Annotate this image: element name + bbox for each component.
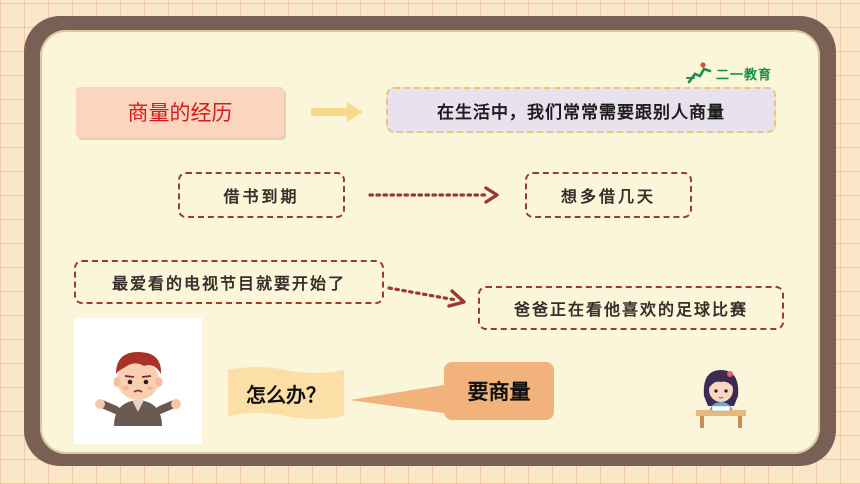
page-title: 商量的经历 [127, 101, 233, 125]
question-text: 怎么办？ [246, 382, 326, 407]
confused-boy-illustration [95, 352, 181, 426]
dotted-arrow-icon [368, 186, 499, 204]
banner-shape [228, 367, 344, 419]
dotted-arrow-icon [387, 286, 466, 308]
scenario1-situation-box: 借书到期 [178, 172, 345, 218]
girl-icon [696, 370, 746, 428]
brand-logo: 二一教育 [686, 60, 786, 86]
scenario2-wish: 爸爸正在看他喜欢的足球比赛 [513, 300, 748, 319]
topic-text: 在生活中，我们常常需要跟别人商量 [437, 102, 725, 123]
right-arrow-icon [311, 102, 363, 122]
boy-illustration-card [74, 318, 202, 444]
speech-pointer [350, 384, 450, 414]
scenario1-situation: 借书到期 [223, 187, 300, 206]
scenario2-situation: 最爱看的电视节目就要开始了 [111, 274, 346, 293]
running-figure-icon [686, 62, 712, 84]
answer-text: 要商量 [467, 380, 531, 404]
logo-text: 二一教育 [716, 67, 773, 83]
title-box: 商量的经历 [76, 87, 284, 137]
answer-box: 要商量 [444, 362, 554, 420]
topic-box: 在生活中，我们常常需要跟别人商量 [386, 87, 776, 133]
scenario1-wish-box: 想多借几天 [525, 172, 692, 218]
scenario2-situation-box: 最爱看的电视节目就要开始了 [74, 260, 384, 304]
girl-at-desk-illustration [692, 360, 750, 430]
scenario2-wish-box: 爸爸正在看他喜欢的足球比赛 [478, 286, 784, 330]
scenario1-wish: 想多借几天 [560, 187, 656, 206]
question-banner: 怎么办？ [224, 364, 348, 422]
